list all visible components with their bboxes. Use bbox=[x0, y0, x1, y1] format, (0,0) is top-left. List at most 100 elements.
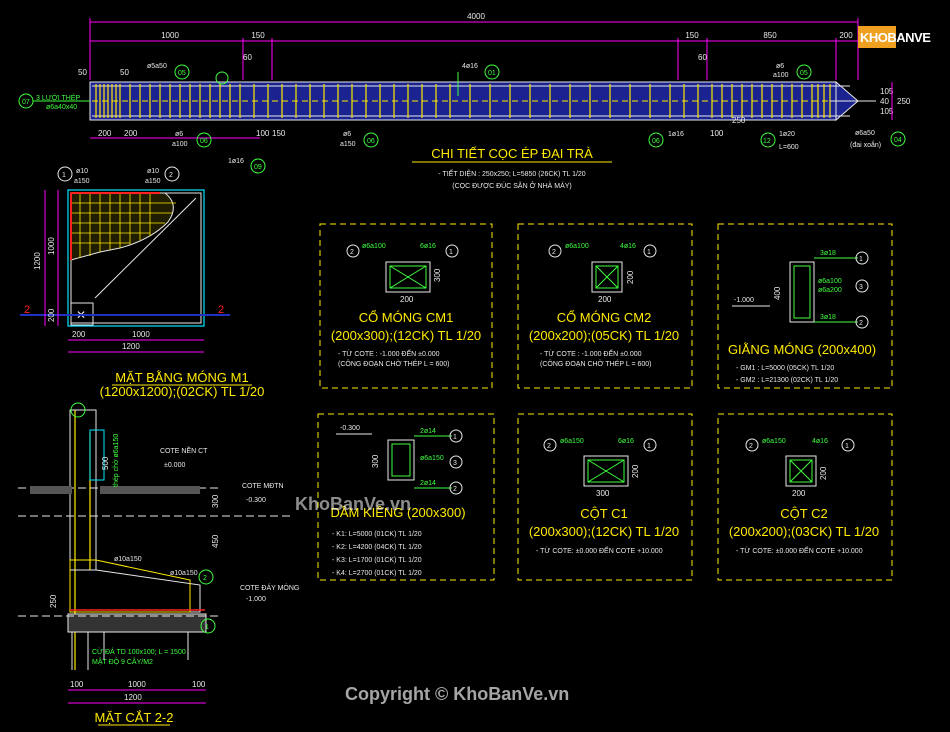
gm-l4: 3ø18 bbox=[820, 314, 836, 321]
cm2-sub: (200x200);(05CK) TL 1/20 bbox=[529, 328, 679, 343]
logo-mark bbox=[858, 26, 896, 48]
bubble-02-top bbox=[215, 71, 229, 85]
dim-1000: 1000 bbox=[161, 31, 179, 40]
sec-top-bubble bbox=[70, 402, 86, 418]
c2-title: CỘT C2 bbox=[780, 506, 827, 521]
dim-r-40: 40 bbox=[880, 97, 889, 106]
plan-subtitle: (1200x1200);(02CK) TL 1/20 bbox=[100, 384, 265, 399]
bubble-06a bbox=[196, 132, 212, 148]
dk-note3: - K3: L=1700 (01CK) TL 1/20 bbox=[332, 557, 422, 564]
khobanve-logo: KHOBANVE bbox=[858, 22, 942, 52]
dim-50b: 50 bbox=[120, 68, 129, 77]
panel-gm: 1 3 2 3ø18 ø6a100 ø6a200 3ø18 400 -1.000… bbox=[717, 223, 893, 389]
panel-c2: 2 ø6a150 4ø16 1 200 200 CỘT C2 (200x200)… bbox=[717, 413, 893, 581]
cm2-d: 200 bbox=[598, 295, 612, 304]
sec-bubble-2 bbox=[198, 569, 214, 585]
c2-d: 200 bbox=[792, 489, 806, 498]
lbl-1p20: 1ø20 bbox=[779, 131, 795, 138]
cm1-l1: ø6a100 bbox=[362, 243, 386, 250]
gm-cote: -1.000 bbox=[734, 297, 754, 304]
c2-note1: - TỪ COTE: ±0.000 ĐẾN COTE +10.000 bbox=[736, 545, 863, 555]
watermark-center: KhoBanVe.vn bbox=[295, 494, 412, 514]
plan-title: MẶT BẰNG MÓNG M1 bbox=[115, 370, 248, 385]
sec-cote-day: COTE ĐÁY MÓNG bbox=[240, 583, 299, 592]
cm1-l2: 6ø16 bbox=[420, 243, 436, 250]
plan-bubble-2 bbox=[164, 166, 180, 182]
sec-cote-nen: COTE NỀN CT bbox=[160, 445, 208, 455]
panel-dk: 1 3 2 2ø14 ø6a150 2ø14 300 -0.300 DẦM KI… bbox=[317, 413, 495, 581]
gm-l1: 3ø18 bbox=[820, 250, 836, 257]
sec-dim-500: 500 bbox=[101, 456, 110, 470]
sec-dim-1000: 1000 bbox=[128, 680, 146, 689]
gm-b3: 2 bbox=[859, 320, 863, 327]
sec-dim-1200: 1200 bbox=[124, 693, 142, 702]
sec-bubble-1-text: 1 bbox=[205, 624, 209, 631]
cm1-note2: (CÔNG ĐOẠN CHỜ THÉP L = 600) bbox=[338, 359, 449, 368]
dk-b3: 2 bbox=[453, 486, 457, 493]
panel-cm1: 2 ø6a100 6ø16 1 200 300 CỔ MÓNG CM1 (200… bbox=[319, 223, 493, 389]
c2-b1: 2 bbox=[749, 443, 753, 450]
cm1-title: CỔ MÓNG CM1 bbox=[359, 310, 454, 325]
sec-cote-day-v: -1.000 bbox=[246, 596, 266, 603]
pile-note2: (CỌC ĐƯỢC ĐÚC SẴN Ở NHÀ MÁY) bbox=[452, 181, 572, 190]
lbl-l600: L=600 bbox=[779, 144, 799, 151]
dim-b-100b: 100 bbox=[710, 129, 724, 138]
c1-d: 300 bbox=[596, 489, 610, 498]
lbl-1p16: 1ø16 bbox=[228, 158, 244, 165]
c2-l2: 4ø16 bbox=[812, 438, 828, 445]
bubble-06b bbox=[363, 132, 379, 148]
dim-b-200b: 200 bbox=[124, 129, 138, 138]
sec-cote-nen-v: ±0.000 bbox=[164, 462, 185, 469]
bubble-06b-text: 06 bbox=[367, 138, 375, 145]
plan-dim-1200v: 1200 bbox=[33, 252, 42, 270]
c1-b1: 2 bbox=[547, 443, 551, 450]
dk-l2: ø6a150 bbox=[420, 455, 444, 462]
lbl-a6r: ø6 bbox=[776, 63, 784, 70]
sec-cote-mat-v: -0.300 bbox=[246, 497, 266, 504]
dim-60b: 60 bbox=[698, 53, 707, 62]
cm1-note1: - TỪ COTE : -1.000 ĐẾN ±0.000 bbox=[338, 348, 440, 358]
sec-bar2: ø10a150 bbox=[170, 570, 198, 577]
lbl-4p16: 4ø16 bbox=[462, 63, 478, 70]
pile-note1: - TIẾT DIỆN : 250x250; L=5850 (26CK) TL … bbox=[438, 168, 586, 178]
sec-dim-100a: 100 bbox=[70, 680, 84, 689]
sec-dim-100b: 100 bbox=[192, 680, 206, 689]
bubble-04-text: 04 bbox=[894, 137, 902, 144]
cm2-l1: ø6a100 bbox=[565, 243, 589, 250]
cm2-d2: 200 bbox=[626, 270, 635, 284]
cm1-d: 200 bbox=[400, 295, 414, 304]
cm2-b1: 2 bbox=[552, 249, 556, 256]
dk-note1: - K1: L=5000 (01CK) TL 1/20 bbox=[332, 531, 422, 538]
dk-b2: 3 bbox=[453, 460, 457, 467]
sec-dim-450: 450 bbox=[211, 534, 220, 548]
dim-50a: 50 bbox=[78, 68, 87, 77]
c1-l1: ø6a150 bbox=[560, 438, 584, 445]
dk-note4: - K4: L=2700 (01CK) TL 1/20 bbox=[332, 570, 422, 577]
plan-bar1: ø10 bbox=[76, 168, 88, 175]
cut-label-left: 2 bbox=[24, 304, 30, 316]
dim-4000: 4000 bbox=[467, 12, 485, 21]
logo-text: KHOBANVE bbox=[860, 30, 931, 45]
gm-l3: ø6a200 bbox=[818, 287, 842, 294]
bubble-01-text: 01 bbox=[488, 70, 496, 77]
lbl-a5a50: ø5a50 bbox=[147, 63, 167, 70]
section-2-2: COTE NỀN CT ±0.000 COTE MĐTN -0.300 COTE… bbox=[18, 402, 299, 726]
lbl-a100: a100 bbox=[172, 141, 188, 148]
bubble-12-text: 12 bbox=[763, 138, 771, 145]
c2-b2: 1 bbox=[845, 443, 849, 450]
dim-150b: 150 bbox=[685, 31, 699, 40]
dim-r-250: 250 bbox=[897, 97, 911, 106]
bubble-09 bbox=[250, 158, 266, 174]
bubble-06c bbox=[648, 132, 664, 148]
c2-l1: ø6a150 bbox=[762, 438, 786, 445]
plan-bar2: ø10 bbox=[147, 168, 159, 175]
plan-bubble-1-text: 1 bbox=[62, 172, 66, 179]
dk-d: 300 bbox=[371, 454, 380, 468]
dim-150a: 150 bbox=[251, 31, 265, 40]
cm2-l2: 4ø16 bbox=[620, 243, 636, 250]
cm1-b2: 1 bbox=[449, 249, 453, 256]
pile-detail: 4000 1000 150 150 850 200 bbox=[18, 12, 911, 190]
sec-cote-mat: COTE MĐTN bbox=[242, 483, 284, 490]
